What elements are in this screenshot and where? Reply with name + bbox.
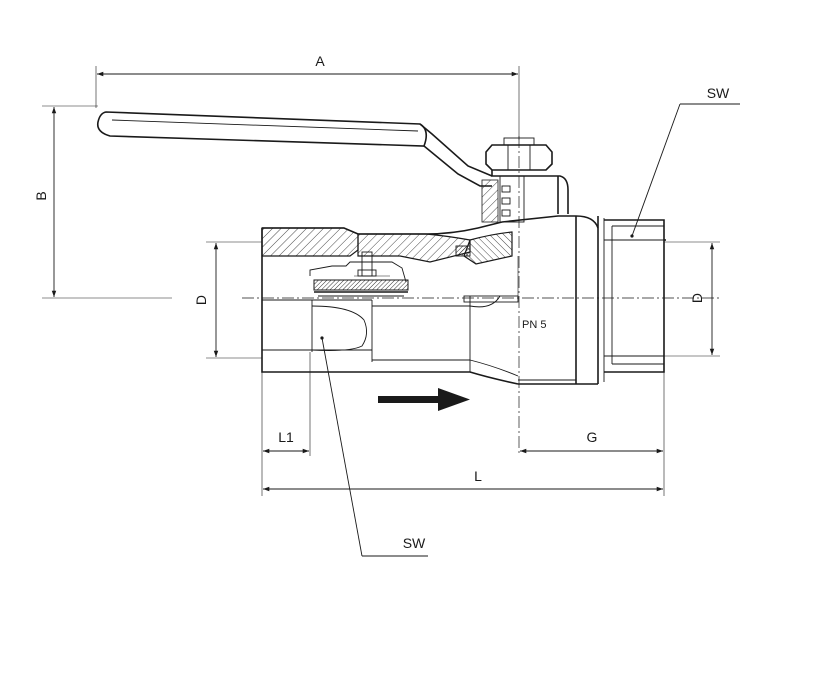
dimension-a-label: A	[315, 53, 325, 69]
dimension-d-right-label: D	[689, 293, 705, 303]
dimension-d-left: D	[193, 241, 262, 359]
flow-direction-arrow	[378, 388, 470, 411]
dimension-b-label: B	[33, 191, 49, 200]
dimension-g-label: G	[587, 429, 598, 445]
sw-bottom-label: SW	[403, 535, 426, 551]
sw-leader-bottom: SW	[320, 336, 428, 557]
dimension-l: L	[263, 468, 663, 492]
threaded-end-right	[242, 219, 720, 373]
dimension-d-left-label: D	[193, 295, 209, 305]
dimension-g: G	[520, 372, 665, 496]
valve-body-right: PN 5	[463, 136, 605, 454]
sw-leader-top: SW	[630, 85, 740, 238]
dimension-l1-label: L1	[278, 429, 294, 445]
sw-top-label: SW	[707, 85, 730, 101]
pressure-rating-label: PN 5	[522, 319, 546, 331]
dimension-a: A	[95, 53, 520, 140]
check-disc	[309, 251, 409, 297]
dimension-b: B	[33, 105, 172, 299]
dimension-l-label: L	[474, 468, 482, 484]
valve-body-left	[261, 221, 519, 385]
dimension-l1: L1	[261, 352, 311, 496]
lever-handle	[96, 111, 493, 187]
dimension-d-right: D	[664, 241, 720, 357]
stem-nut	[481, 137, 569, 223]
